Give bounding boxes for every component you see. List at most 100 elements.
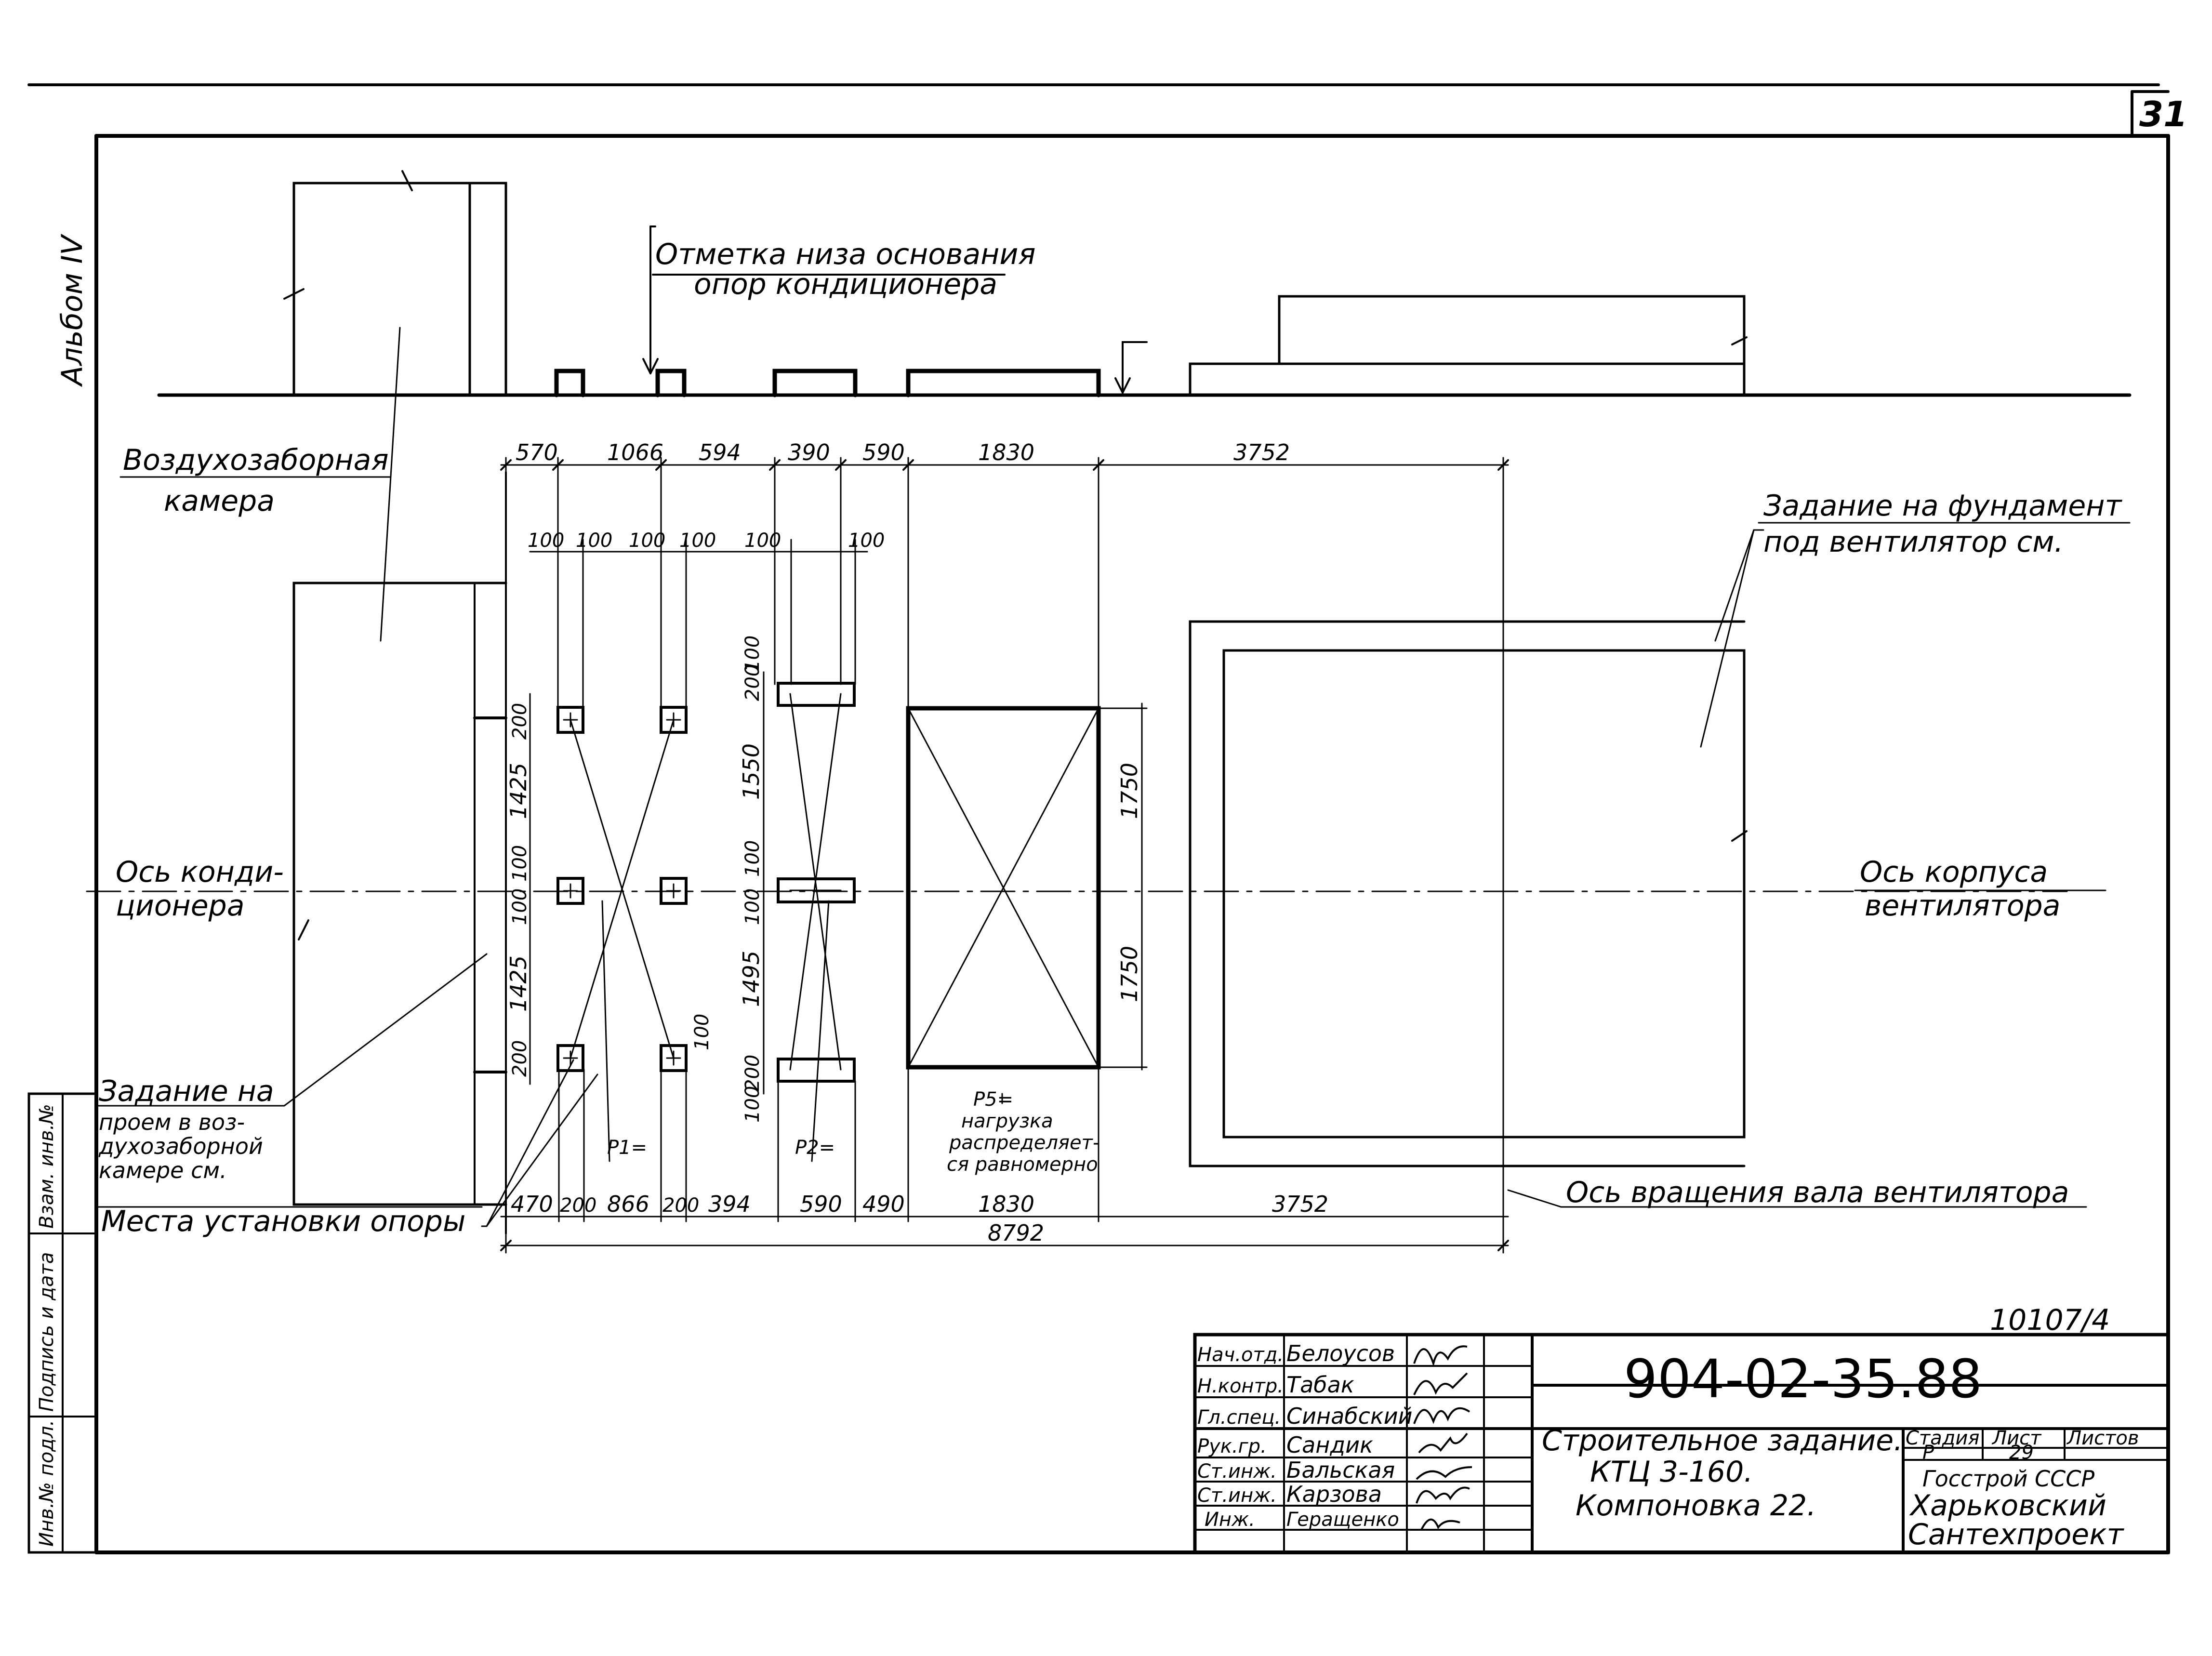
org-line1: Госстрой СССР	[1922, 1466, 2094, 1492]
intake-chamber-label-1: Воздухозаборная	[123, 443, 389, 477]
role-4: Рук.гр.	[1197, 1435, 1267, 1457]
dim-mv-100d: 100	[691, 1014, 713, 1050]
dim-lv-200b: 200	[509, 1040, 531, 1077]
fan-casing-elevation	[1278, 295, 1746, 365]
support-places-label: Места установки опоры	[101, 1205, 465, 1238]
name-3: Синабский	[1286, 1403, 1413, 1429]
p5-label-4: ся равномерно	[947, 1153, 1098, 1176]
opening-task-label-4: камере см.	[99, 1157, 227, 1183]
name-1: Белоусов	[1286, 1340, 1395, 1366]
dim-mv-100b: 100	[742, 840, 764, 877]
fan-casing-axis-label-1: Ось корпуса	[1860, 855, 2048, 889]
p5-label-1: P5=	[973, 1088, 1013, 1111]
support-plan-3	[556, 1044, 584, 1072]
dim-bot-394: 394	[708, 1191, 751, 1217]
dim-bot-200a: 200	[560, 1194, 596, 1217]
dim-100-d: 100	[679, 530, 716, 552]
elevation-note-line1: Отметка низа основания	[655, 238, 1035, 271]
dim-lv-100a: 100	[509, 845, 531, 882]
sheets-header: Листов	[2066, 1427, 2139, 1449]
dim-mv-200b: 200	[742, 1055, 764, 1091]
name-2: Табак	[1286, 1372, 1354, 1398]
fan-foundation-label-2: под вентилятор см.	[1763, 525, 2064, 559]
dim-bot-3752: 3752	[1272, 1191, 1328, 1217]
stage-value: Р	[1922, 1442, 1934, 1464]
support-plan-6	[660, 1044, 688, 1072]
project-code: 904-02-35.88	[1624, 1348, 1982, 1410]
dim-bot-490: 490	[862, 1191, 905, 1217]
elevation-note-line2: опор кондиционера	[694, 267, 997, 301]
dim-lv-200a: 200	[509, 703, 531, 740]
dim-top-1066: 1066	[607, 439, 663, 465]
support-elevation-3	[772, 369, 858, 397]
fan-base-elevation	[1189, 362, 1746, 397]
dim-top-594: 594	[699, 439, 741, 465]
dim-100-f: 100	[848, 530, 885, 552]
dim-fv-1750b: 1750	[1116, 946, 1142, 1002]
description-line2: КТЦ 3-160.	[1590, 1455, 1753, 1489]
role-7: Инж.	[1205, 1509, 1255, 1531]
conditioner-axis-label-2: ционера	[116, 889, 245, 923]
dim-bot-590: 590	[800, 1191, 842, 1217]
intake-chamber-plan	[292, 582, 507, 1206]
dim-mv-100c: 100	[742, 888, 764, 925]
support-plan-9	[777, 1058, 856, 1083]
intake-chamber-elevation	[292, 182, 507, 397]
side-stamp-2: Подпись и дата	[36, 1252, 58, 1412]
dim-100-a: 100	[528, 530, 564, 552]
name-7: Геращенко	[1286, 1509, 1399, 1531]
opening-task-label-2: проем в воз-	[99, 1109, 245, 1135]
dim-top-3752: 3752	[1233, 439, 1290, 465]
p5-label-3: распределяет-	[949, 1132, 1099, 1154]
opening-task-label-1: Задание на	[99, 1074, 274, 1108]
dim-bot-866: 866	[607, 1191, 649, 1217]
dim-bot-1830: 1830	[978, 1191, 1034, 1217]
dim-mv-100e: 100	[742, 1086, 764, 1123]
role-6: Ст.инж.	[1197, 1484, 1277, 1507]
dim-100-c: 100	[629, 530, 665, 552]
dim-mv-100a: 100	[742, 636, 764, 672]
support-elevation-2	[655, 369, 687, 397]
name-5: Бальская	[1286, 1457, 1395, 1483]
role-1: Нач.отд.	[1197, 1344, 1284, 1366]
fan-foundation-plan	[1222, 649, 1746, 1139]
dim-top-570: 570	[516, 439, 558, 465]
opening-task-label-3: духозаборной	[98, 1133, 263, 1159]
dim-lv-100b: 100	[509, 888, 531, 925]
org-line3: Сантехпроект	[1908, 1518, 2124, 1551]
dim-mv-1495: 1495	[738, 951, 764, 1007]
dim-mv-1550: 1550	[738, 743, 764, 800]
dim-total-8792: 8792	[988, 1220, 1044, 1246]
support-plan-4	[660, 706, 688, 734]
page-number: 31	[2139, 94, 2187, 134]
dim-top-390: 390	[788, 439, 830, 465]
dim-mv-200a: 200	[742, 664, 764, 701]
fan-frame-plan	[906, 706, 1101, 1070]
role-2: Н.контр.	[1197, 1375, 1284, 1397]
side-stamp-1: Инв.№ подл.	[36, 1420, 58, 1547]
sheet-value: 29	[2009, 1442, 2034, 1464]
dim-lv-1425a: 1425	[505, 763, 531, 819]
org-line2: Харьковский	[1909, 1489, 2106, 1523]
fan-casing-axis-label-2: вентилятора	[1865, 889, 2060, 923]
support-plan-7	[777, 682, 856, 707]
fan-casing-plan	[1189, 620, 1746, 1167]
title-block	[1193, 1333, 2170, 1554]
support-plan-1	[556, 706, 584, 734]
side-stamp-3: Взам. инв.№	[36, 1104, 58, 1229]
dim-top-590: 590	[862, 439, 905, 465]
role-3: Гл.спец.	[1197, 1406, 1281, 1429]
p5-label-2: нагрузка	[961, 1110, 1053, 1132]
signatures	[1413, 1345, 1472, 1530]
support-elevation-4	[906, 369, 1101, 397]
name-6: Карзова	[1286, 1481, 1382, 1507]
p2-label: P2=	[795, 1137, 835, 1159]
fan-foundation-label-1: Задание на фундамент	[1763, 489, 2122, 523]
dim-lv-1425b: 1425	[505, 955, 531, 1012]
dim-100-b: 100	[576, 530, 612, 552]
inventory-number: 10107/4	[1990, 1303, 2110, 1337]
description-line1: Строительное задание.	[1542, 1424, 1903, 1457]
fan-shaft-axis-label: Ось вращения вала вентилятора	[1566, 1176, 2069, 1209]
dim-bot-200b: 200	[662, 1194, 699, 1217]
